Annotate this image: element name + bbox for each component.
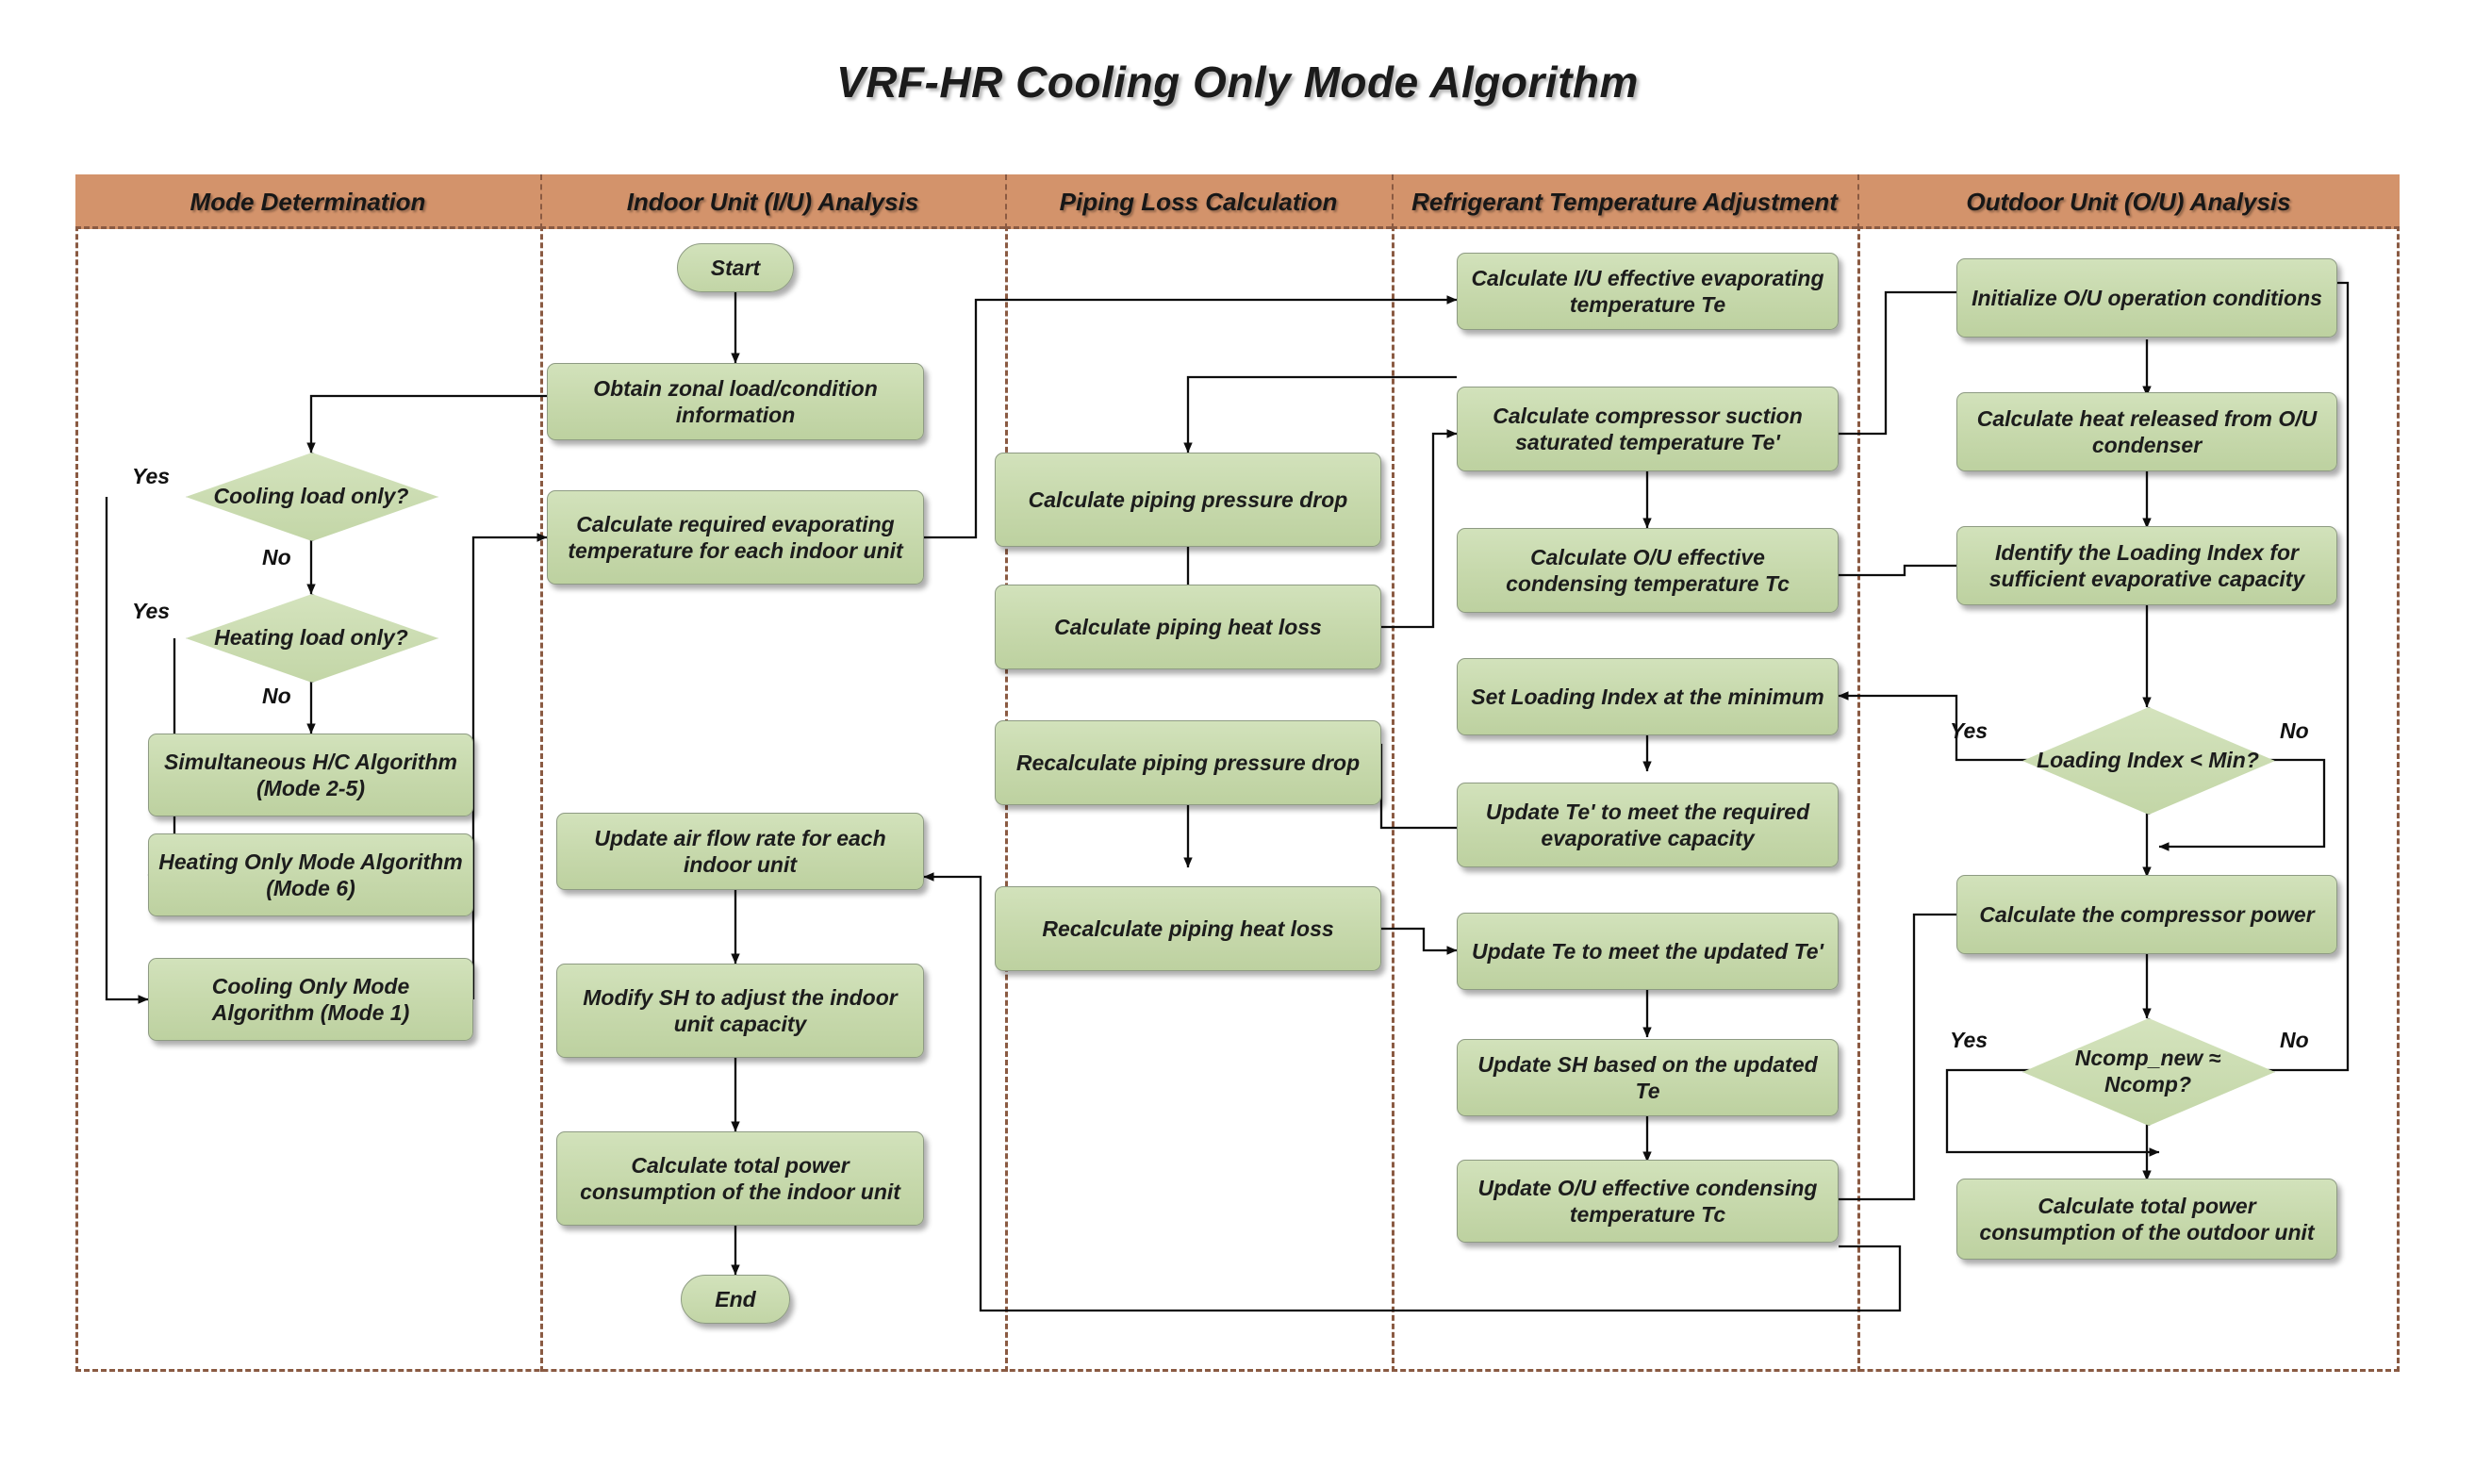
lane-divider-3 (1392, 174, 1394, 1372)
lane-header-refrigerant: Refrigerant Temperature Adjustment (1392, 174, 1857, 229)
decision-label: Ncomp_new ≈ Ncomp? (2074, 1045, 2221, 1097)
lane-divider-1 (540, 174, 543, 1372)
node-recalculate-piping-pressure-drop[interactable]: Recalculate piping pressure drop (995, 720, 1381, 805)
node-calculate-heat-released-ou-condenser[interactable]: Calculate heat released from O/U condens… (1956, 392, 2337, 471)
node-start[interactable]: Start (677, 243, 794, 292)
edge-label-heating-yes: Yes (132, 599, 171, 623)
decision-label: Cooling load only? (213, 483, 409, 508)
node-heating-only-mode-algorithm[interactable]: Heating Only Mode Algorithm (Mode 6) (148, 833, 473, 916)
lane-header-outdoor-unit: Outdoor Unit (O/U) Analysis (1857, 174, 2400, 229)
lane-header-mode: Mode Determination (75, 174, 540, 229)
edge-label-ncomp-no: No (2280, 1028, 2309, 1052)
node-calculate-piping-pressure-drop[interactable]: Calculate piping pressure drop (995, 453, 1381, 547)
node-calculate-indoor-unit-power[interactable]: Calculate total power consumption of the… (556, 1131, 924, 1226)
lane-header-sep-3 (1392, 174, 1394, 229)
edge-label-cooling-no: No (262, 545, 291, 569)
node-heating-load-only-decision[interactable]: Heating load only? (186, 594, 438, 683)
lane-header-sep-4 (1857, 174, 1859, 229)
decision-label: Heating load only? (214, 624, 408, 650)
node-calculate-compressor-suction-temp[interactable]: Calculate compressor suction saturated t… (1457, 387, 1839, 471)
page-title: VRF-HR Cooling Only Mode Algorithm (836, 58, 1639, 107)
node-simultaneous-hc-algorithm[interactable]: Simultaneous H/C Algorithm (Mode 2-5) (148, 734, 473, 816)
lane-header-sep-2 (1005, 174, 1007, 229)
node-cooling-only-mode-algorithm[interactable]: Cooling Only Mode Algorithm (Mode 1) (148, 958, 473, 1041)
node-recalculate-piping-heat-loss[interactable]: Recalculate piping heat loss (995, 886, 1381, 971)
node-update-sh-based-on-te[interactable]: Update SH based on the updated Te (1457, 1039, 1839, 1116)
lane-divider-4 (1857, 174, 1860, 1372)
edge-label-cooling-yes: Yes (132, 464, 171, 488)
node-initialize-ou-operation-conditions[interactable]: Initialize O/U operation conditions (1956, 258, 2337, 338)
node-identify-loading-index[interactable]: Identify the Loading Index for sufficien… (1956, 526, 2337, 605)
node-calculate-required-evaporating-temp[interactable]: Calculate required evaporating temperatu… (547, 490, 924, 585)
node-set-loading-index-minimum[interactable]: Set Loading Index at the minimum (1457, 658, 1839, 735)
node-end[interactable]: End (681, 1275, 790, 1324)
node-obtain-zonal-load[interactable]: Obtain zonal load/condition information (547, 363, 924, 440)
edge-label-loading-index-yes: Yes (1950, 718, 1988, 743)
edge-label-loading-index-no: No (2280, 718, 2309, 743)
node-update-te-prime[interactable]: Update Te' to meet the required evaporat… (1457, 783, 1839, 867)
node-calculate-outdoor-unit-power[interactable]: Calculate total power consumption of the… (1956, 1179, 2337, 1260)
lane-header-piping-loss: Piping Loss Calculation (1005, 174, 1392, 229)
node-update-ou-effective-condensing-temp[interactable]: Update O/U effective condensing temperat… (1457, 1160, 1839, 1243)
node-ncomp-comparison-decision[interactable]: Ncomp_new ≈ Ncomp? (2022, 1018, 2275, 1126)
node-update-air-flow-rate[interactable]: Update air flow rate for each indoor uni… (556, 813, 924, 890)
node-calculate-ou-effective-condensing-temp[interactable]: Calculate O/U effective condensing tempe… (1457, 528, 1839, 613)
node-modify-sh[interactable]: Modify SH to adjust the indoor unit capa… (556, 964, 924, 1058)
node-cooling-load-only-decision[interactable]: Cooling load only? (186, 453, 438, 541)
node-loading-index-min-decision[interactable]: Loading Index < Min? (2022, 707, 2275, 815)
node-calculate-piping-heat-loss[interactable]: Calculate piping heat loss (995, 585, 1381, 669)
swimlane-container: Mode Determination Indoor Unit (I/U) Ana… (75, 174, 2400, 1372)
node-calculate-iu-effective-evaporating-temp[interactable]: Calculate I/U effective evaporating temp… (1457, 253, 1839, 330)
node-calculate-compressor-power[interactable]: Calculate the compressor power (1956, 875, 2337, 954)
node-update-te-to-updated-te-prime[interactable]: Update Te to meet the updated Te' (1457, 913, 1839, 990)
lane-header-indoor-unit: Indoor Unit (I/U) Analysis (540, 174, 1005, 229)
edge-label-ncomp-yes: Yes (1950, 1028, 1988, 1052)
lane-header-sep-1 (540, 174, 542, 229)
edge-label-heating-no: No (262, 684, 291, 708)
decision-label: Loading Index < Min? (2037, 747, 2259, 772)
